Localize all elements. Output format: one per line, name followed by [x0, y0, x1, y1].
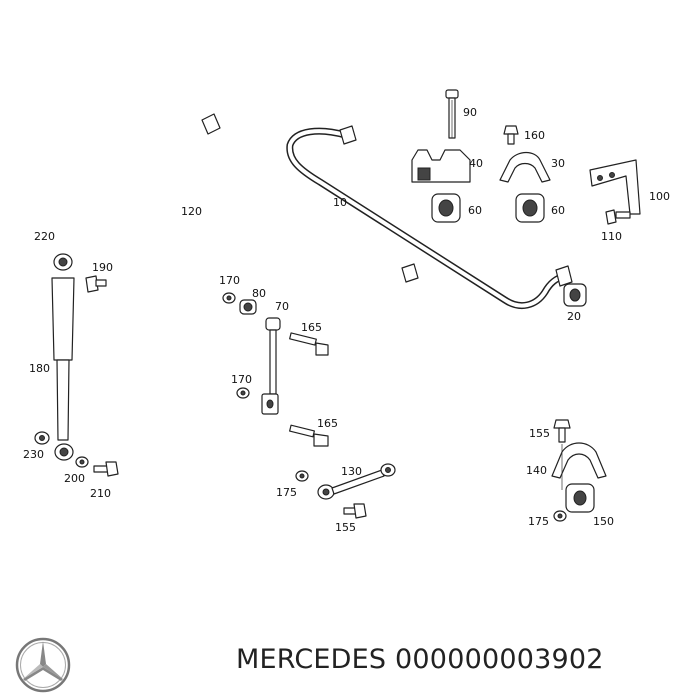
- bolt-90: [445, 89, 459, 139]
- washer-170-mid: [236, 387, 250, 399]
- bolt-110: [605, 209, 631, 225]
- label-190: 190: [92, 261, 113, 274]
- label-155-bottom-left: 155: [335, 521, 356, 534]
- label-175-bottom-left: 175: [276, 486, 297, 499]
- shock-absorber-180: [51, 253, 75, 461]
- clamp-30: [499, 151, 551, 183]
- label-30: 30: [551, 157, 565, 170]
- washer-175-bottom-left: [295, 470, 309, 482]
- bolt-165-bottom: [289, 424, 329, 447]
- label-230: 230: [23, 448, 44, 461]
- label-220: 220: [34, 230, 55, 243]
- washer-170-top: [222, 292, 236, 304]
- washer-230: [34, 431, 50, 445]
- label-20: 20: [567, 310, 581, 323]
- stabilizer-bar-120: [144, 105, 419, 293]
- label-200: 200: [64, 472, 85, 485]
- label-40: 40: [469, 157, 483, 170]
- label-10: 10: [333, 196, 347, 209]
- bolt-190: [85, 275, 107, 293]
- label-155-right: 155: [529, 427, 550, 440]
- label-175-bottom-right: 175: [528, 515, 549, 528]
- label-60-right: 60: [551, 204, 565, 217]
- label-110: 110: [601, 230, 622, 243]
- bolt-155-right: [553, 419, 571, 443]
- label-170-top: 170: [219, 274, 240, 287]
- label-100: 100: [649, 190, 670, 203]
- label-180: 180: [29, 362, 50, 375]
- bushing-60-left: [431, 193, 461, 223]
- label-170-mid: 170: [231, 373, 252, 386]
- mercedes-star-logo: [15, 637, 71, 693]
- label-120: 120: [181, 205, 202, 218]
- bolt-210: [93, 461, 119, 477]
- label-160: 160: [524, 129, 545, 142]
- label-130: 130: [341, 465, 362, 478]
- label-140: 140: [526, 464, 547, 477]
- washer-200: [75, 456, 89, 468]
- bolt-155-bottom-left: [343, 503, 367, 519]
- label-80: 80: [252, 287, 266, 300]
- label-165-bottom: 165: [317, 417, 338, 430]
- bolt-160: [503, 125, 519, 145]
- bushing-20: [563, 283, 587, 307]
- label-70: 70: [275, 300, 289, 313]
- bushing-60-right: [515, 193, 545, 223]
- label-150: 150: [593, 515, 614, 528]
- bolt-165-top: [289, 332, 329, 356]
- bushing-150: [565, 483, 595, 513]
- stabilizer-bar-10: [286, 125, 573, 310]
- label-165-top: 165: [301, 321, 322, 334]
- link-70: [261, 317, 281, 415]
- bracket-100: [589, 159, 641, 215]
- label-90: 90: [463, 106, 477, 119]
- link-130: [317, 463, 396, 500]
- washer-175-bottom-right: [553, 510, 567, 522]
- label-210: 210: [90, 487, 111, 500]
- clamp-bracket-40: [411, 149, 471, 183]
- clamp-140: [551, 442, 607, 490]
- label-60-left: 60: [468, 204, 482, 217]
- part-number-labels: 90 160 40 30 100 60 60 110 120 10 220 19…: [23, 106, 670, 534]
- bushing-80: [239, 299, 257, 315]
- part-number-caption: MERCEDES 000000003902: [236, 644, 604, 675]
